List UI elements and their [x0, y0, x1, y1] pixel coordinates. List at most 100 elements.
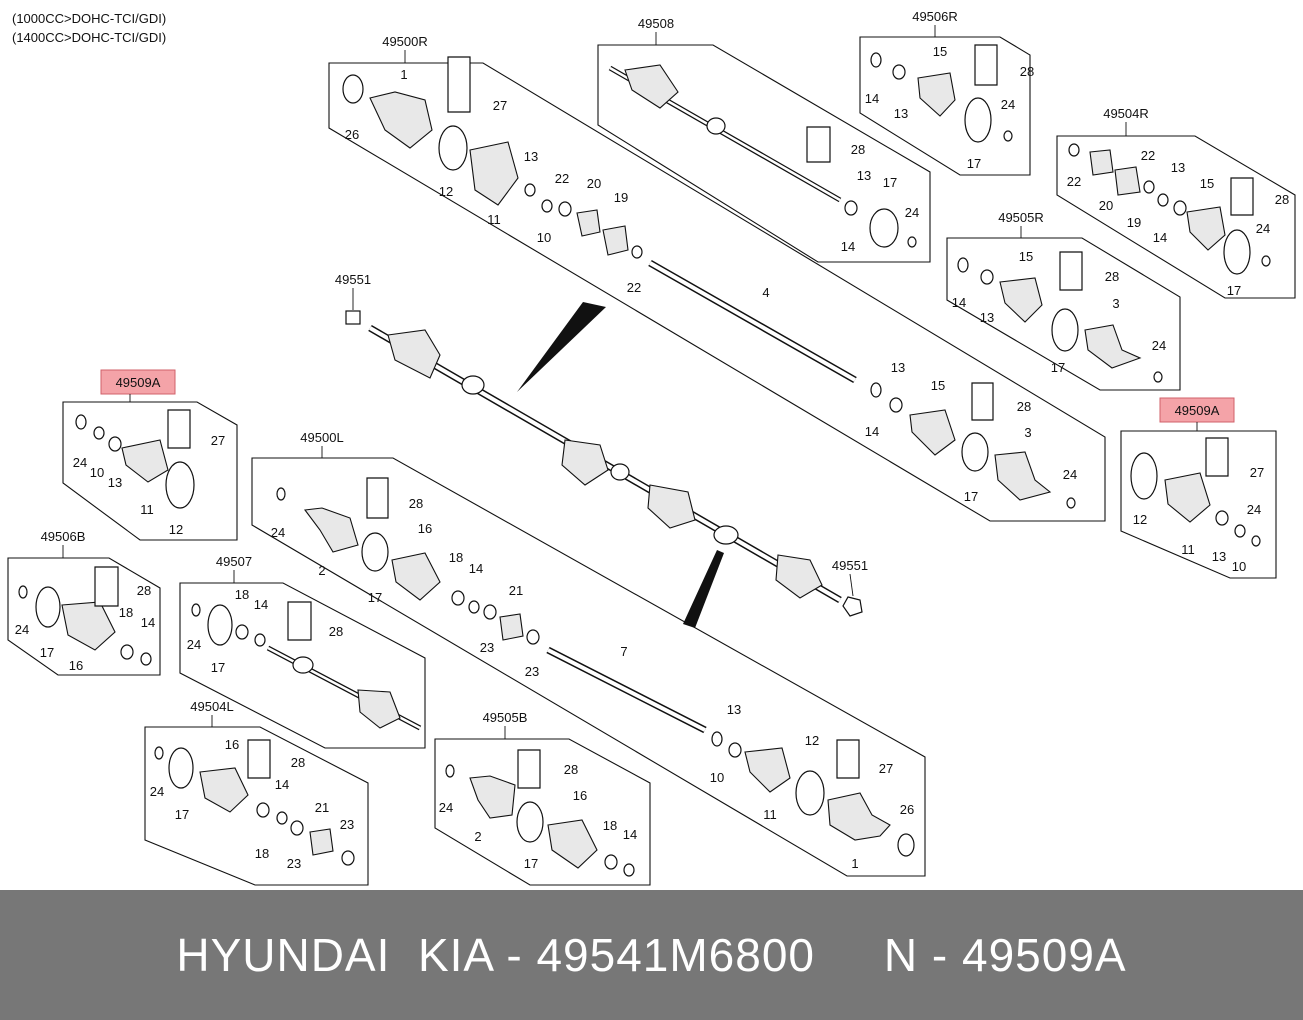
- kit-49506b-parts: [18, 566, 152, 666]
- part-callout-number: 14: [469, 561, 483, 576]
- part-callout-number: 28: [1017, 399, 1031, 414]
- part-callout-number: 24: [439, 800, 453, 815]
- part-callout-number: 24: [187, 637, 201, 652]
- part-callout-number: 10: [537, 230, 551, 245]
- part-callout-number: 16: [418, 521, 432, 536]
- part-callout-number: 18: [235, 587, 249, 602]
- part-callout-number: 2: [318, 563, 325, 578]
- part-callout-number: 4: [762, 285, 769, 300]
- part-callout-number: 24: [1256, 221, 1270, 236]
- footer-part-number-text: HYUNDAI KIA - 49541M6800 N - 49509A: [176, 929, 1127, 981]
- part-callout-number: 13: [857, 168, 871, 183]
- nut-bottom: [842, 596, 863, 617]
- kit-49505r-parts: [957, 251, 1163, 383]
- part-callout-number: 13: [108, 475, 122, 490]
- cv-boot-49508: [624, 64, 679, 109]
- outer-cv-boot-top: [387, 329, 441, 379]
- part-callout-number: 20: [587, 176, 601, 191]
- grease-28-l: [366, 477, 389, 519]
- part-callout-number: 16: [69, 658, 83, 673]
- part-callout-number: 21: [315, 800, 329, 815]
- grease-27: [447, 56, 471, 113]
- part-callout-number: 3: [1112, 296, 1119, 311]
- kit-49504r-parts: [1068, 143, 1271, 275]
- frame-49508: [597, 44, 931, 263]
- part-callout-number: 19: [1127, 215, 1141, 230]
- label-49551-bottom: 49551: [832, 558, 868, 573]
- highlight-49509a-right: [1159, 397, 1235, 423]
- part-callout-number: 7: [620, 644, 627, 659]
- part-callout-number: 12: [1133, 512, 1147, 527]
- kit-49509a-right-parts: [1130, 437, 1261, 547]
- part-callout-number: 27: [211, 433, 225, 448]
- part-callout-number: 17: [211, 660, 225, 675]
- tripod-2-l: [303, 507, 359, 553]
- frame-49500r: [328, 62, 1106, 522]
- frame-49506b: [7, 557, 161, 676]
- part-callout-number: 14: [865, 91, 879, 106]
- label-49508: 49508: [638, 16, 674, 31]
- part-callout-number: 13: [980, 310, 994, 325]
- part-callout-number: 28: [137, 583, 151, 598]
- grease-28-49506b: [94, 566, 119, 607]
- grease-27-l: [836, 739, 860, 779]
- grease-27-49509a-right: [1205, 437, 1229, 477]
- frame-49505r: [946, 237, 1181, 391]
- part-callout-number: 12: [439, 184, 453, 199]
- grease-28-49505r: [1059, 251, 1083, 291]
- grease-28-r: [971, 382, 994, 421]
- kit-49509a-left-parts: [75, 409, 195, 509]
- part-callout-number: 14: [254, 597, 268, 612]
- part-callout-number: 24: [73, 455, 87, 470]
- part-callout-number: 28: [329, 624, 343, 639]
- engine-note-2: (1400CC>DOHC-TCI/GDI): [12, 30, 166, 45]
- boot-11-49509a-left: [121, 439, 169, 483]
- part-callout-number: 15: [1200, 176, 1214, 191]
- part-callout-number: 22: [1067, 174, 1081, 189]
- part-callout-number: 24: [1001, 97, 1015, 112]
- damper-20: [576, 209, 601, 237]
- part-callout-number: 19: [614, 190, 628, 205]
- kit-49508-parts: [608, 64, 917, 248]
- part-callout-number: 28: [851, 142, 865, 157]
- boot-15-r: [909, 409, 956, 456]
- part-callout-number: 14: [865, 424, 879, 439]
- label-49500r: 49500R: [382, 34, 428, 49]
- boot-11: [469, 141, 519, 206]
- cv-boot-49507: [357, 689, 401, 729]
- frame-49509a-right: [1120, 430, 1277, 579]
- boot-15-49506r: [917, 72, 956, 117]
- grease-28-49507: [287, 601, 312, 641]
- boot-16-49505b: [547, 819, 598, 869]
- boot-11-49509a-right: [1164, 472, 1211, 523]
- part-callout-number: 18: [449, 550, 463, 565]
- part-callout-number: 17: [175, 807, 189, 822]
- part-callout-number: 17: [964, 489, 978, 504]
- part-callout-number: 24: [150, 784, 164, 799]
- label-49551-top: 49551: [335, 272, 371, 287]
- part-callout-number: 17: [1051, 360, 1065, 375]
- grease-28-49505b: [517, 749, 541, 789]
- part-callout-number: 3: [1024, 425, 1031, 440]
- part-callout-number: 17: [1227, 283, 1241, 298]
- part-callout-number: 15: [1019, 249, 1033, 264]
- part-callout-number: 23: [525, 664, 539, 679]
- part-callout-number: 11: [487, 212, 501, 227]
- label-49505r: 49505R: [998, 210, 1044, 225]
- boot-11-l: [744, 747, 791, 793]
- part-callout-number: 10: [1232, 559, 1246, 574]
- part-callout-number: 18: [603, 818, 617, 833]
- frame-49509a-left: [62, 401, 238, 541]
- boot-16-49506b: [61, 601, 116, 651]
- kit-49500l-parts: [276, 477, 915, 857]
- part-callout-number: 13: [1212, 549, 1226, 564]
- damper-21-l: [499, 613, 524, 641]
- clamp-17-r: [961, 432, 989, 472]
- inner-boot-mid: [561, 439, 609, 486]
- tripod-3-r: [994, 451, 1052, 501]
- boot-16-l: [391, 552, 441, 601]
- part-callout-number: 14: [275, 777, 289, 792]
- part-callout-number: 22: [1141, 148, 1155, 163]
- label-49506r: 49506R: [912, 9, 958, 24]
